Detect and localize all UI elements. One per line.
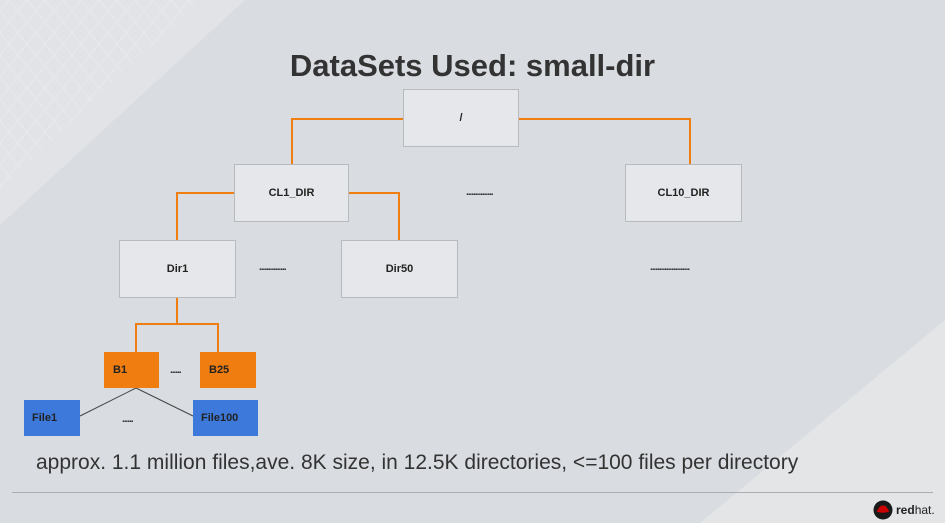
node-file100-label: File100 <box>201 412 239 424</box>
redhat-wordmark-hat: hat. <box>914 503 935 517</box>
ellipsis-blocks: ...... <box>170 365 182 376</box>
node-dir50: Dir50 <box>341 240 458 298</box>
node-root-label: / <box>459 112 463 124</box>
node-dir50-label: Dir50 <box>385 263 414 275</box>
node-file100: File100 <box>193 400 258 436</box>
node-cl10-dir: CL10_DIR <box>625 164 742 222</box>
redhat-icon <box>873 500 893 520</box>
connector-cl1-dir1 <box>176 192 234 240</box>
node-cl1-dir-label: CL1_DIR <box>268 187 315 199</box>
connector-cl1-dir50 <box>349 192 400 240</box>
node-dir1: Dir1 <box>119 240 236 298</box>
connector-dir1-blocks <box>135 297 178 352</box>
redhat-wordmark-red: red <box>896 503 915 517</box>
connector-b1-file100 <box>135 387 194 417</box>
node-file1: File1 <box>24 400 80 436</box>
node-b25: B25 <box>200 352 256 388</box>
page-title: DataSets Used: small-dir <box>289 48 656 83</box>
ellipsis-dirs: ............... <box>259 262 287 273</box>
node-cl10-dir-label: CL10_DIR <box>657 187 710 199</box>
node-b25-label: B25 <box>209 364 230 376</box>
connector-root-cl10 <box>519 118 691 164</box>
node-b1: B1 <box>104 352 159 388</box>
connector-root-cl1 <box>291 118 403 164</box>
node-file1-label: File1 <box>32 412 58 424</box>
node-b1-label: B1 <box>113 364 128 376</box>
node-dir1-label: Dir1 <box>166 263 189 275</box>
redhat-logo: redhat. <box>873 500 935 520</box>
connector-b1-file1 <box>79 387 137 417</box>
connector-dir1-b25 <box>177 323 219 352</box>
caption: approx. 1.1 million files,ave. 8K size, … <box>36 451 799 474</box>
footer-divider <box>12 492 933 493</box>
ellipsis-clusters: ............... <box>466 187 494 198</box>
redhat-wordmark: redhat. <box>896 503 935 517</box>
ellipsis-far-dirs: ...................... <box>650 262 690 273</box>
node-cl1-dir: CL1_DIR <box>234 164 349 222</box>
node-root: / <box>403 89 519 147</box>
ellipsis-files: ...... <box>122 414 134 425</box>
